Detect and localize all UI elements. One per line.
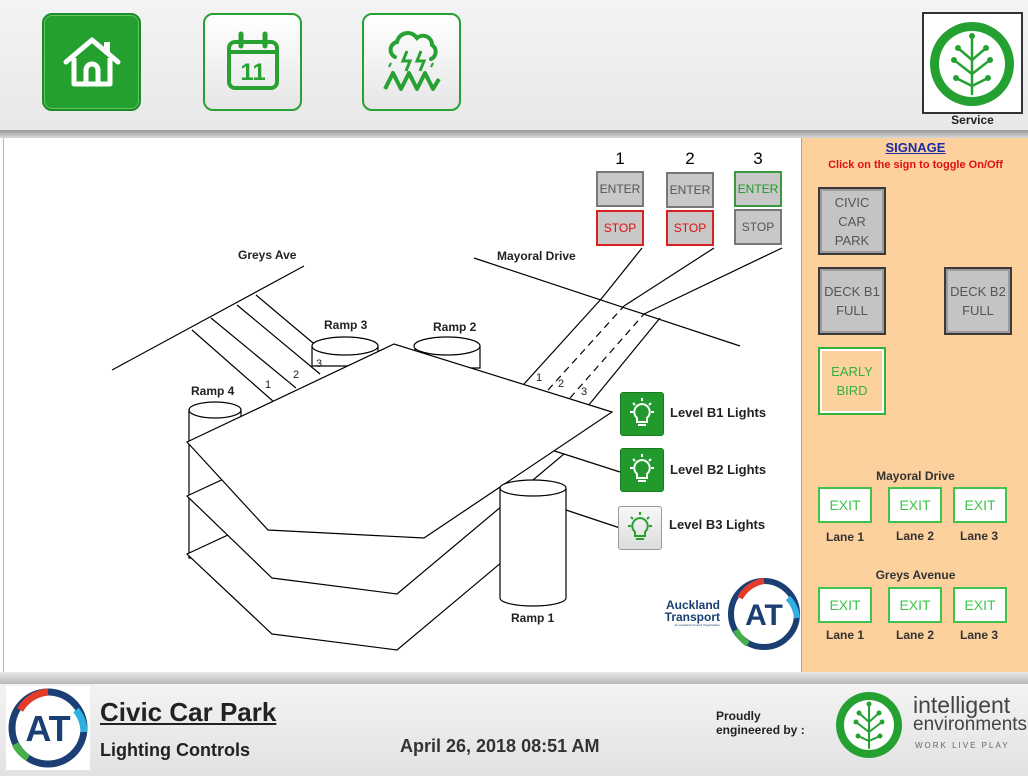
signage-title: SIGNAGE xyxy=(885,140,946,155)
storm-weather-icon xyxy=(382,31,441,91)
top-nav-divider xyxy=(0,130,1028,138)
app-subtitle: Lighting Controls xyxy=(100,740,250,760)
intelligent-environments-logo-icon xyxy=(836,692,902,758)
level-b3-lights-label: Level B3 Lights xyxy=(669,517,766,532)
deck-b2-sign-line1: DECK B2 xyxy=(950,284,1006,299)
early-bird-sign[interactable]: EARLY BIRD xyxy=(818,347,886,415)
mayoral-exit-lane-3[interactable]: EXIT xyxy=(953,487,1007,523)
greys-exit-lane-2[interactable]: EXIT xyxy=(888,587,942,623)
level-b2-lights-label: Level B2 Lights xyxy=(670,462,767,477)
entry-1-stop-sign[interactable]: STOP xyxy=(596,210,644,246)
greys-exit-lane-3[interactable]: EXIT xyxy=(953,587,1007,623)
home-button[interactable] xyxy=(42,13,141,111)
greys-lane-3-number: 3 xyxy=(316,358,323,370)
mayoral-exit-lane-2[interactable]: EXIT xyxy=(888,487,942,523)
entry-sign-3-number: 3 xyxy=(753,149,763,168)
engineered-by-line1: Proudly xyxy=(716,709,761,723)
auckland-transport-line2: Transport xyxy=(664,610,720,624)
deck-b2-sign-line2: FULL xyxy=(962,303,994,318)
auckland-transport-line3: An Auckland Council Organisation xyxy=(674,623,720,627)
greys-lane-2-label: Lane 2 xyxy=(895,628,934,642)
signage-instructions: Click on the sign to toggle On/Off xyxy=(828,159,1003,171)
greys-lane-3-label: Lane 3 xyxy=(959,628,998,642)
auckland-transport-wordmark: Auckland Transport An Auckland Council O… xyxy=(650,599,720,627)
greys-lane-1-number: 1 xyxy=(265,379,272,391)
entry-1-enter-sign[interactable]: ENTER xyxy=(596,171,644,207)
ie-brand-line1: intelligent xyxy=(913,692,1011,718)
mayoral-exits-title: Mayoral Drive xyxy=(876,469,955,483)
app-title: Civic Car Park xyxy=(100,697,277,727)
street-label-greys: Greys Ave xyxy=(238,248,297,262)
car-park-map: Greys Ave Mayoral Drive Ramp 1 Ramp 2 Ra… xyxy=(3,138,800,672)
ramp-1-label: Ramp 1 xyxy=(511,611,555,625)
auckland-transport-line1: Auckland xyxy=(665,598,720,612)
svg-text:AT: AT xyxy=(745,599,783,632)
civic-car-park-sign[interactable]: CIVIC CAR PARK xyxy=(818,187,886,255)
home-icon xyxy=(63,37,120,87)
lightbulb-icon xyxy=(630,398,654,426)
mayoral-exit-lane-1[interactable]: EXIT xyxy=(818,487,872,523)
ie-brand-line2: environments xyxy=(913,714,1028,735)
deck-b2-full-sign[interactable]: DECK B2 FULL xyxy=(944,267,1012,335)
level-b2-lights-button[interactable] xyxy=(620,448,664,492)
greys-exits-title: Greys Avenue xyxy=(875,568,956,582)
svg-text:AT: AT xyxy=(25,708,70,749)
service-label: Service xyxy=(951,113,994,127)
calendar-day: 11 xyxy=(240,59,265,86)
civic-sign-line3: PARK xyxy=(834,232,870,248)
deck-b1-sign-line1: DECK B1 xyxy=(824,284,880,299)
calendar-button[interactable]: 11 xyxy=(203,13,302,111)
entry-3-stop-sign[interactable]: STOP xyxy=(734,209,782,245)
mayoral-lane-1-label: Lane 1 xyxy=(825,530,864,544)
ramp-3-label: Ramp 3 xyxy=(324,318,368,332)
mayoral-lane-1-number: 1 xyxy=(536,372,543,384)
early-bird-sign-line2: BIRD xyxy=(836,383,868,398)
civic-sign-line2: CAR xyxy=(838,213,866,229)
signage-panel: SIGNAGE Click on the sign to toggle On/O… xyxy=(801,138,1028,672)
current-datetime: April 26, 2018 08:51 AM xyxy=(400,736,600,756)
lightbulb-icon xyxy=(630,454,654,482)
greys-exit-lane-1[interactable]: EXIT xyxy=(818,587,872,623)
weather-button[interactable] xyxy=(362,13,461,111)
deck-b1-full-sign[interactable]: DECK B1 FULL xyxy=(818,267,886,335)
mayoral-lane-2-label: Lane 2 xyxy=(895,529,934,543)
at-logo-icon: AT xyxy=(728,578,800,650)
top-nav-bar xyxy=(0,0,1028,130)
ramp-2-label: Ramp 2 xyxy=(433,320,477,334)
lightbulb-icon xyxy=(628,512,652,540)
greys-lane-2-number: 2 xyxy=(293,369,300,381)
level-b1-lights-button[interactable] xyxy=(620,392,664,436)
entry-2-stop-sign[interactable]: STOP xyxy=(666,210,714,246)
footer-divider xyxy=(0,672,1028,684)
level-b1-lights-label: Level B1 Lights xyxy=(670,405,767,420)
car-park-diagram xyxy=(111,247,783,651)
civic-sign-line1: CIVIC xyxy=(834,194,870,210)
engineered-by-text: Proudly engineered by : xyxy=(716,709,805,737)
level-b3-lights-button[interactable] xyxy=(618,506,662,550)
deck-b1-sign-line2: FULL xyxy=(836,303,868,318)
mayoral-lane-3-label: Lane 3 xyxy=(959,529,998,543)
at-footer-logo-icon: AT xyxy=(6,686,90,770)
intelligent-environments-wordmark: intelligent environments xyxy=(913,692,1028,735)
tree-logo-icon xyxy=(930,22,1014,106)
entry-2-enter-sign[interactable]: ENTER xyxy=(666,172,714,208)
service-button[interactable] xyxy=(922,12,1023,114)
ie-tagline: WORK LIVE PLAY xyxy=(915,741,1010,750)
early-bird-sign-line1: EARLY xyxy=(831,364,873,379)
entry-sign-1-number: 1 xyxy=(615,149,625,168)
entry-sign-2-number: 2 xyxy=(685,149,695,168)
mayoral-lane-3-number: 3 xyxy=(581,386,588,398)
calendar-icon: 11 xyxy=(226,31,279,90)
street-label-mayoral: Mayoral Drive xyxy=(497,249,576,263)
ramp-4-label: Ramp 4 xyxy=(191,384,235,398)
greys-lane-1-label: Lane 1 xyxy=(825,628,864,642)
mayoral-lane-2-number: 2 xyxy=(558,378,565,390)
engineered-by-line2: engineered by : xyxy=(716,723,805,737)
entry-3-enter-sign[interactable]: ENTER xyxy=(734,171,782,207)
